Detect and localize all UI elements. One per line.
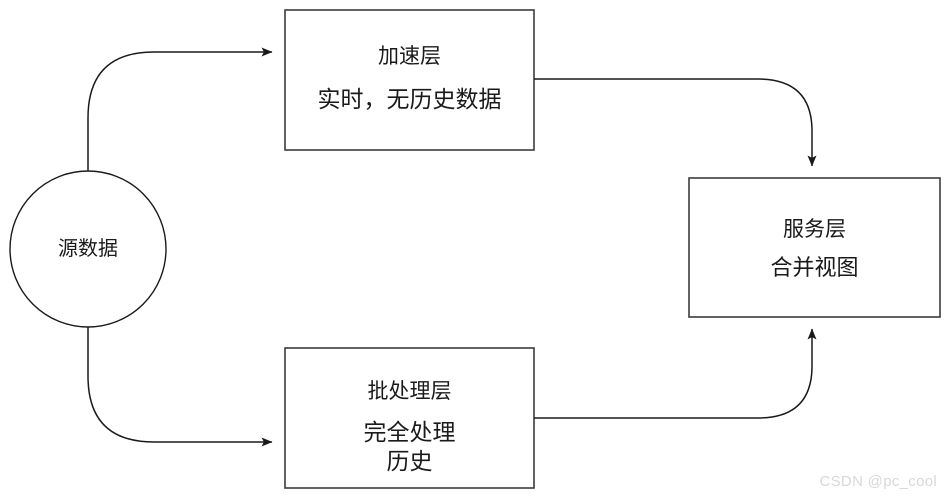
batch-layer-box[interactable] [284, 347, 535, 489]
batch-layer-subtitle-line2: 历史 [386, 449, 433, 474]
edge-source-to-speed-layer [87, 47, 273, 171]
speed-layer-subtitle: 实时，无历史数据 [317, 87, 502, 112]
edge-speed-layer-to-serving [534, 78, 817, 167]
speed-layer-box[interactable] [284, 9, 535, 151]
serving-layer-title: 服务层 [783, 217, 846, 241]
serving-layer-box[interactable] [688, 177, 941, 318]
serving-layer-subtitle: 合并视图 [770, 255, 859, 280]
speed-layer-title: 加速层 [378, 44, 441, 68]
batch-layer-title: 批处理层 [367, 379, 452, 403]
batch-layer-subtitle-line1: 完全处理 [363, 420, 456, 445]
source-data-label: 源数据 [58, 238, 118, 260]
csdn-watermark: CSDN @pc_cool [819, 473, 937, 490]
edge-batch-layer-to-serving [534, 328, 817, 419]
edge-source-to-batch-layer [87, 327, 273, 447]
